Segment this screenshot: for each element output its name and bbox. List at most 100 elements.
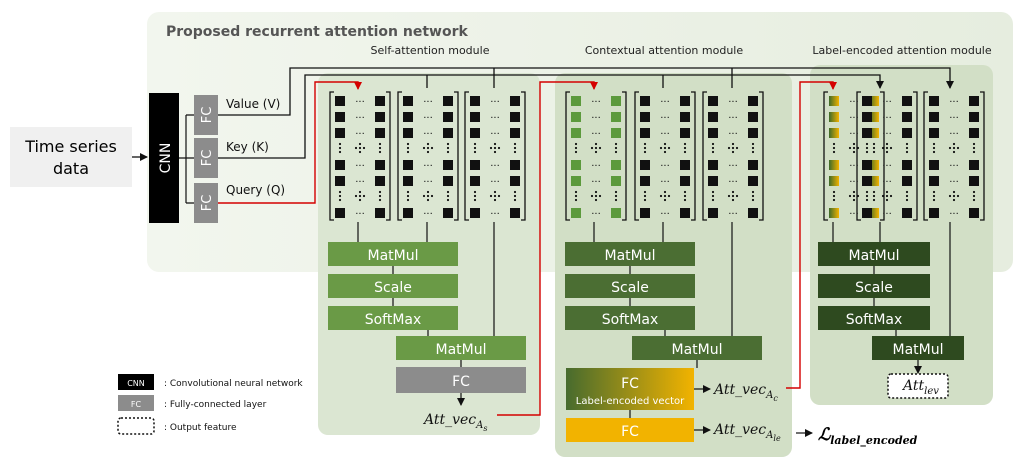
loss-label: ℒlabel_encoded [818, 425, 918, 448]
svg-text:···: ··· [355, 177, 365, 188]
legend-output-swatch [117, 417, 155, 435]
network-title: Proposed recurrent attention network [166, 24, 469, 40]
svg-text:···: ··· [591, 129, 601, 140]
contextual-matrix-k: ·················· [634, 91, 696, 221]
contextual-fc2 [566, 418, 694, 442]
contextual-matmul2 [632, 336, 762, 360]
contextual-fc-label-encoded [566, 368, 694, 410]
svg-text:···: ··· [423, 113, 433, 124]
svg-text:···: ··· [490, 161, 500, 172]
label-softmax [818, 306, 930, 330]
cnn-block [149, 93, 179, 223]
value-drops [493, 68, 733, 88]
query-arrow [218, 81, 362, 204]
svg-text:···: ··· [728, 129, 738, 140]
label-output: Attlev [901, 378, 939, 397]
self-scale-label: Scale [374, 280, 412, 296]
self-attention-blocks: MatMul Scale SoftMax MatMul FC Att_vecAs [328, 222, 526, 433]
label-matmul1 [818, 242, 930, 266]
contextual-matrix-q: ··· ··· ··· ··· ··· ··· [565, 91, 627, 221]
svg-text:···: ··· [882, 161, 892, 172]
self-matrix-v: ··· ··· ··· ··· ··· ··· [464, 91, 526, 221]
self-fc-label: FC [452, 374, 470, 390]
svg-text:···: ··· [490, 177, 500, 188]
legend-fc-text: : Fully-connected layer [164, 400, 267, 410]
label-encoded-matrix-v: ·················· [923, 91, 985, 221]
label-matmul2-label: MatMul [893, 342, 944, 358]
legend: CNN : Convolutional neural network FC : … [117, 374, 303, 435]
contextual-matmul1 [565, 242, 695, 266]
svg-text:···: ··· [423, 177, 433, 188]
input-label-line2: data [53, 159, 89, 178]
fc-key-label: FC [200, 150, 215, 167]
svg-text:···: ··· [591, 161, 601, 172]
svg-text:···: ··· [355, 209, 365, 220]
qkv-matrices: ········································… [329, 91, 985, 221]
self-scale [328, 274, 458, 298]
self-to-contextual-arrow [497, 81, 598, 416]
self-output: Att_vecAs [422, 412, 488, 433]
svg-text:···: ··· [728, 113, 738, 124]
contextual-fc-sublabel: Label-encoded vector [576, 396, 685, 407]
svg-text:···: ··· [882, 129, 892, 140]
self-matmul2 [396, 336, 526, 360]
self-softmax [328, 306, 458, 330]
svg-text:···: ··· [849, 177, 859, 188]
query-label: Query (Q) [226, 183, 285, 197]
svg-text:···: ··· [591, 97, 601, 108]
svg-text:···: ··· [660, 129, 670, 140]
contextual-softmax-label: SoftMax [602, 312, 659, 328]
label-softmax-label: SoftMax [846, 312, 903, 328]
label-encoded-matrix-k: ·················· [856, 91, 918, 221]
contextual-scale [565, 274, 695, 298]
legend-output-text: : Output feature [164, 423, 237, 433]
self-softmax-label: SoftMax [365, 312, 422, 328]
contextual-matrix-v: ·················· [702, 91, 764, 221]
svg-text:···: ··· [490, 97, 500, 108]
self-matmul1 [328, 242, 458, 266]
svg-text:···: ··· [591, 113, 601, 124]
svg-text:···: ··· [728, 209, 738, 220]
contextual-attention-blocks: MatMul Scale SoftMax MatMul FC Label-enc… [565, 222, 918, 448]
self-attention-title: Self-attention module [371, 44, 490, 57]
fc-key-block [194, 138, 218, 178]
svg-text:···: ··· [490, 129, 500, 140]
contextual-fc-label: FC [621, 376, 639, 392]
label-matmul2 [872, 336, 964, 360]
legend-cnn-text: : Convolutional neural network [164, 379, 303, 389]
svg-text:···: ··· [490, 113, 500, 124]
svg-text:···: ··· [660, 161, 670, 172]
label-encoded-matrix-q: ·················· [823, 91, 885, 221]
legend-fc-key: FC [131, 400, 142, 409]
cnn-fc-connector [179, 114, 194, 204]
value-bus [218, 67, 954, 116]
key-drops [426, 75, 664, 88]
svg-text:···: ··· [882, 97, 892, 108]
svg-text:···: ··· [355, 161, 365, 172]
svg-text:···: ··· [849, 113, 859, 124]
svg-text:···: ··· [949, 113, 959, 124]
svg-text:···: ··· [949, 161, 959, 172]
legend-cnn-swatch [118, 374, 154, 390]
self-matmul1-label: MatMul [368, 248, 419, 264]
value-label: Value (V) [226, 97, 280, 111]
svg-text:···: ··· [849, 97, 859, 108]
svg-text:···: ··· [949, 129, 959, 140]
time-series-input [10, 127, 132, 187]
input-label-line1: Time series [24, 137, 117, 156]
contextual-matmul2-label: MatMul [672, 342, 723, 358]
svg-text:···: ··· [849, 161, 859, 172]
contextual-to-label-arrow [786, 81, 837, 389]
fc-value-label: FC [200, 107, 215, 124]
label-output-box [887, 373, 949, 399]
svg-text:···: ··· [882, 177, 892, 188]
svg-text:···: ··· [423, 97, 433, 108]
label-encoded-attention-blocks: MatMul Scale SoftMax MatMul Attlev [818, 222, 964, 399]
svg-text:···: ··· [660, 209, 670, 220]
svg-text:···: ··· [591, 209, 601, 220]
svg-text:···: ··· [490, 209, 500, 220]
svg-text:···: ··· [591, 177, 601, 188]
label-matmul1-label: MatMul [849, 248, 900, 264]
svg-text:···: ··· [882, 209, 892, 220]
